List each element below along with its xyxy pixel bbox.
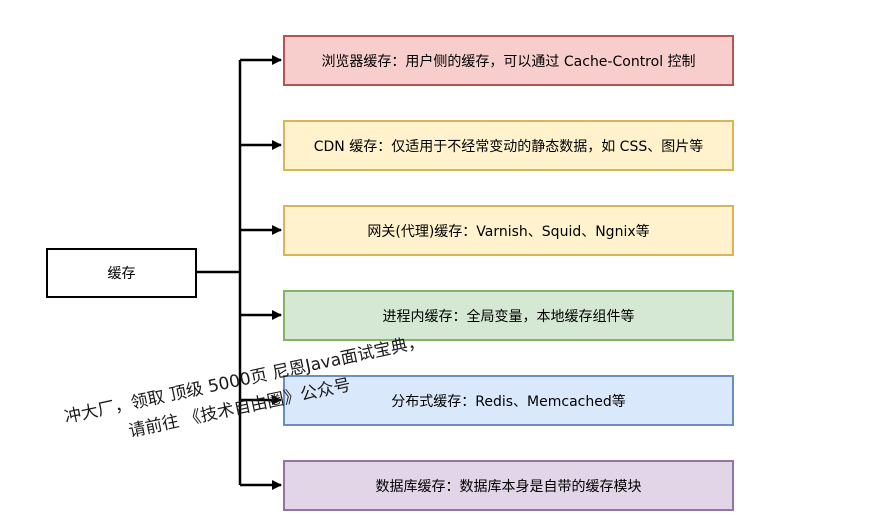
node-label: CDN 缓存：仅适用于不经常变动的静态数据，如 CSS、图片等 <box>313 138 704 155</box>
node-distributed-cache: 分布式缓存：Redis、Memcached等 <box>283 375 734 426</box>
node-browser-cache: 浏览器缓存：用户侧的缓存，可以通过 Cache-Control 控制 <box>283 35 734 86</box>
node-database-cache: 数据库缓存：数据库本身是自带的缓存模块 <box>283 460 734 511</box>
root-node-label: 缓存 <box>107 266 136 282</box>
node-cdn-cache: CDN 缓存：仅适用于不经常变动的静态数据，如 CSS、图片等 <box>283 120 734 171</box>
node-label: 分布式缓存：Redis、Memcached等 <box>391 393 626 410</box>
node-label: 浏览器缓存：用户侧的缓存，可以通过 Cache-Control 控制 <box>321 53 696 70</box>
node-label: 数据库缓存：数据库本身是自带的缓存模块 <box>375 478 642 495</box>
node-label: 网关(代理)缓存：Varnish、Squid、Ngnix等 <box>367 223 650 240</box>
node-gateway-cache: 网关(代理)缓存：Varnish、Squid、Ngnix等 <box>283 205 734 256</box>
root-node-cache: 缓存 <box>46 248 197 298</box>
node-in-process-cache: 进程内缓存：全局变量，本地缓存组件等 <box>283 290 734 341</box>
node-label: 进程内缓存：全局变量，本地缓存组件等 <box>382 308 635 325</box>
